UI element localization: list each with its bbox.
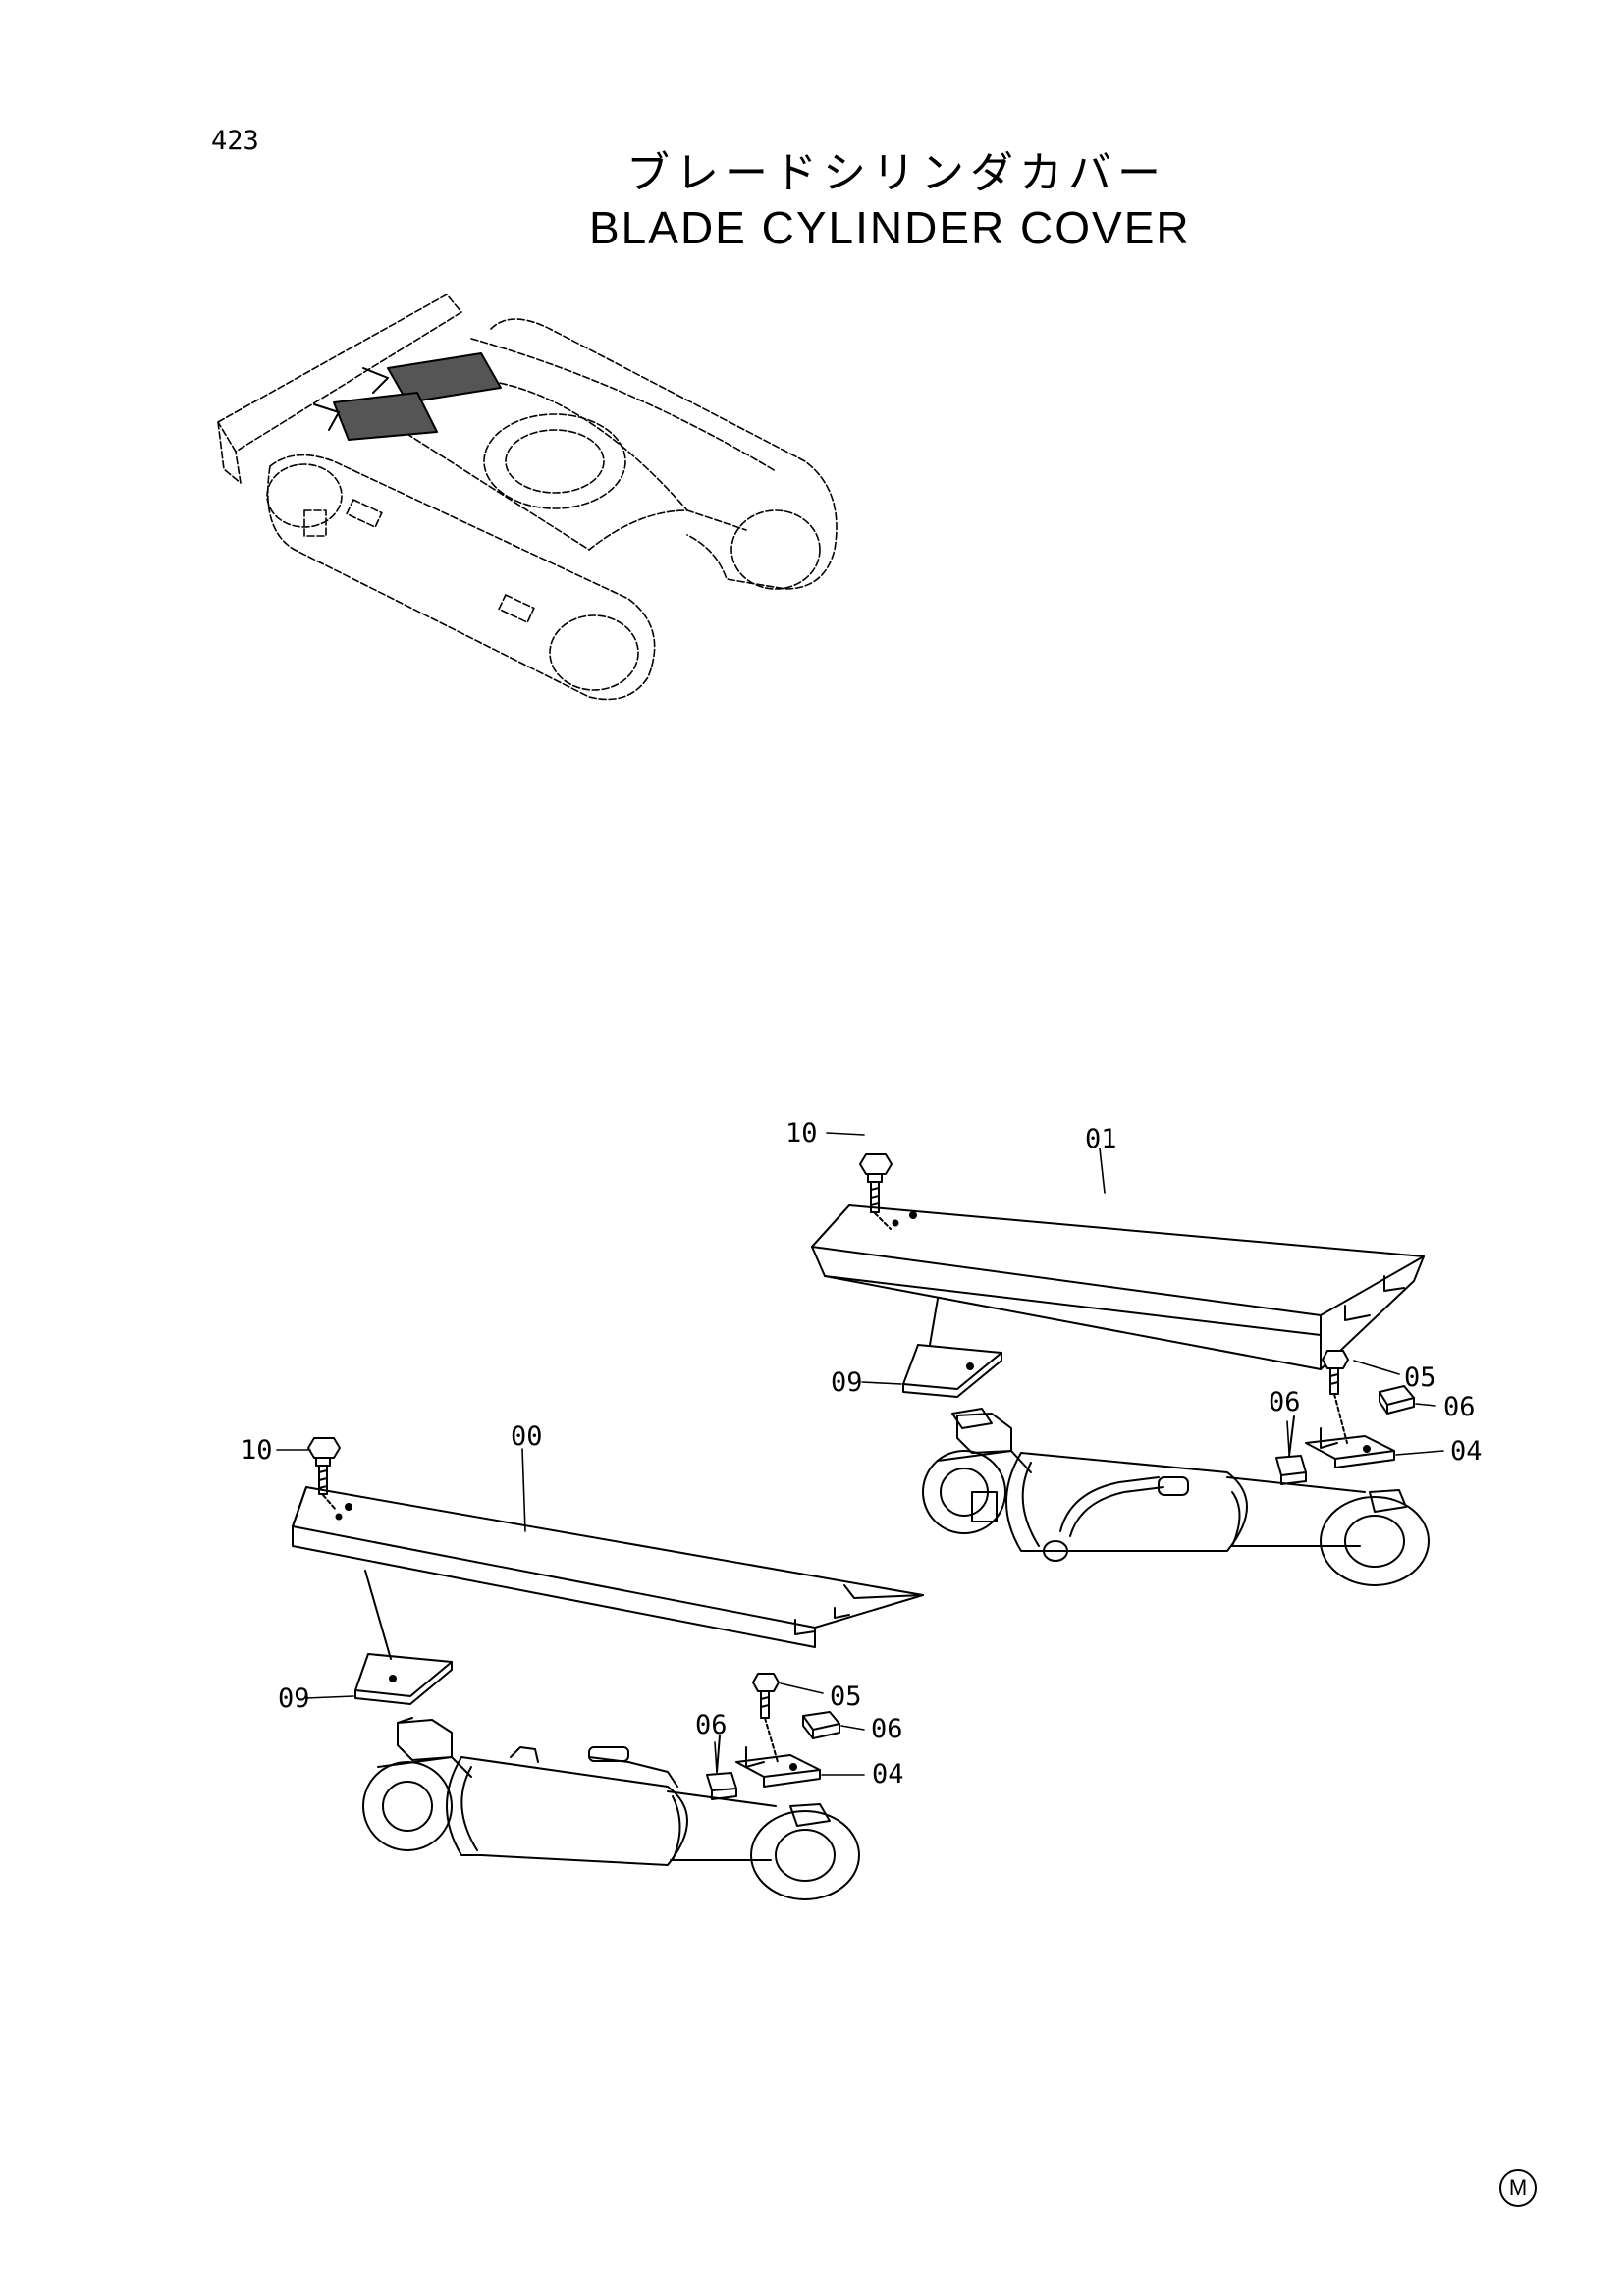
title-japanese: ブレードシリンダカバー [626, 148, 1166, 198]
upper-assembly [811, 1153, 1430, 1586]
block-06-upper-left [1275, 1415, 1307, 1485]
leader-lines [276, 1132, 1444, 1776]
callout-plate-09-lower: 09 [278, 1683, 310, 1714]
callout-cover-00: 00 [511, 1421, 543, 1452]
title-english: BLADE CYLINDER COVER [589, 202, 1191, 253]
cover-00 [292, 1486, 924, 1648]
plate-09-lower [354, 1570, 453, 1705]
callout-block-06-upper-right: 06 [1443, 1392, 1476, 1422]
undercarriage-overview [217, 294, 838, 701]
callout-bolt-05-upper: 05 [1404, 1362, 1436, 1393]
callout-block-06-upper-left: 06 [1269, 1387, 1301, 1417]
bolt-10-upper [859, 1153, 893, 1230]
callout-bracket-04-upper: 04 [1450, 1436, 1483, 1467]
lower-assembly [292, 1437, 924, 1900]
callout-bolt-10-upper: 10 [785, 1118, 818, 1148]
block-06-lower-left [706, 1735, 737, 1800]
cylinder-lower [362, 1717, 860, 1900]
plate-09-upper [902, 1298, 1002, 1398]
bolt-10-lower [307, 1437, 341, 1511]
callout-bolt-10-lower: 10 [241, 1435, 273, 1466]
callout-bolt-05-lower: 05 [830, 1682, 862, 1712]
callout-plate-09-upper: 09 [831, 1367, 863, 1398]
block-06-lower-right [802, 1711, 840, 1739]
bracket-04-upper [1305, 1427, 1395, 1468]
callout-block-06-lower-left: 06 [695, 1710, 728, 1740]
cover-01 [811, 1204, 1425, 1370]
bracket-04-lower [735, 1746, 821, 1788]
model-mark: M [1499, 2169, 1537, 2207]
callout-block-06-lower-right: 06 [871, 1714, 903, 1744]
callout-cover-01: 01 [1085, 1124, 1117, 1154]
bolt-05-upper [1322, 1350, 1349, 1444]
callout-bracket-04-lower: 04 [872, 1759, 904, 1789]
highlighted-covers [313, 352, 502, 441]
block-06-upper-right [1379, 1385, 1415, 1415]
cylinder-upper [922, 1408, 1430, 1586]
bolt-05-lower [752, 1673, 780, 1763]
page-number: 423 [211, 126, 259, 156]
